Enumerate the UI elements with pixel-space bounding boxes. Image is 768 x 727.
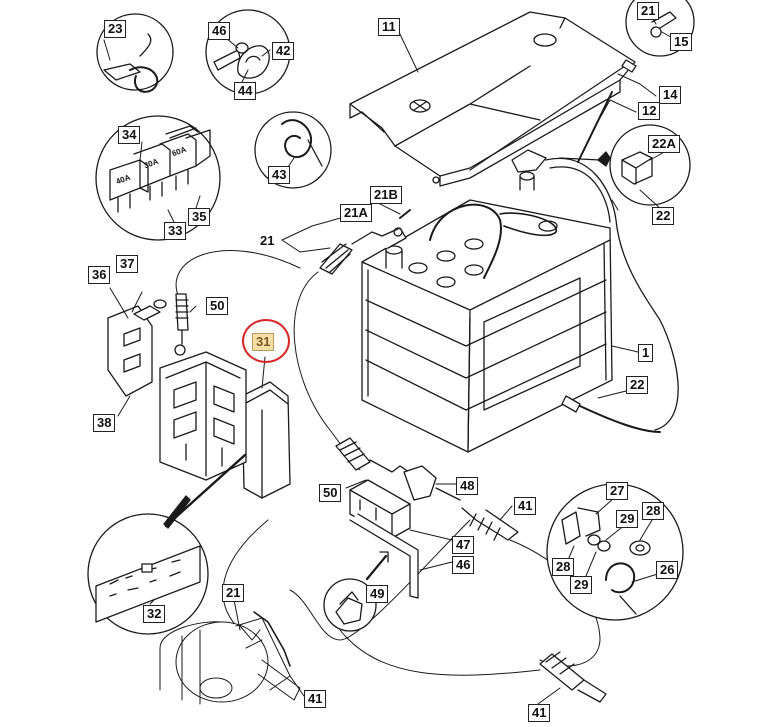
negative-cable <box>561 395 661 433</box>
label-22a: 22A <box>648 135 680 153</box>
cable-41-center <box>461 507 519 541</box>
bolt-36 <box>133 299 167 321</box>
label-27: 29 <box>616 510 639 528</box>
detail-circle-32 <box>87 453 247 635</box>
label-12: 12 <box>638 102 661 120</box>
clip-49 <box>323 551 389 632</box>
tie-rod <box>432 59 637 184</box>
label-34: 34 <box>118 126 141 144</box>
label-41-center: 41 <box>514 497 537 515</box>
cable-50-ring <box>174 293 189 356</box>
label-22-lower: 22 <box>626 376 649 394</box>
terminal-block-bracket <box>349 465 461 599</box>
label-43: 43 <box>268 166 291 184</box>
label-45: 46 <box>208 22 231 40</box>
label-21b: 21B <box>370 186 402 204</box>
label-47: 47 <box>452 536 475 554</box>
battery <box>361 171 613 453</box>
label-44: 44 <box>234 82 257 100</box>
label-24: 26 <box>656 561 679 579</box>
label-50-upper: 50 <box>206 297 229 315</box>
label-33: 33 <box>164 222 187 240</box>
label-21a: 21A <box>340 204 372 222</box>
label-1: 1 <box>638 344 654 362</box>
label-25: 27 <box>606 482 629 500</box>
label-21-upper: 21 <box>260 233 275 248</box>
label-26: 28 <box>642 502 665 520</box>
label-35: 35 <box>188 208 211 226</box>
detail-circle-43 <box>254 111 332 189</box>
cable-21a <box>319 209 411 275</box>
starter-motor <box>159 611 301 705</box>
label-22-top: 22 <box>652 207 675 225</box>
label-48: 48 <box>456 477 479 495</box>
cable-41-lower <box>539 651 607 703</box>
fuse-box <box>159 351 291 499</box>
label-42: 42 <box>272 42 295 60</box>
label-28: 28 <box>552 558 575 576</box>
label-14: 15 <box>670 33 693 51</box>
label-15: 21 <box>637 2 660 20</box>
label-36: 36 <box>88 266 111 284</box>
label-13: 14 <box>659 86 682 104</box>
label-37: 37 <box>116 255 139 273</box>
label-32: 32 <box>143 605 166 623</box>
label-11: 11 <box>378 18 400 36</box>
label-38: 38 <box>93 414 116 432</box>
label-41-lower-left: 41 <box>304 690 327 708</box>
label-29: 29 <box>570 576 593 594</box>
battery-cover <box>349 11 636 187</box>
label-46: 46 <box>452 556 475 574</box>
mounting-plate <box>107 305 153 397</box>
label-21-lower: 21 <box>222 584 245 602</box>
label-41-lower-right: 41 <box>528 704 551 722</box>
highlight-ring-31 <box>242 319 290 363</box>
positive-terminal-clamp <box>511 149 679 431</box>
label-23: 23 <box>104 20 127 38</box>
label-50-center: 50 <box>319 484 342 502</box>
cable-50 <box>335 437 413 475</box>
label-49: 49 <box>366 585 389 603</box>
